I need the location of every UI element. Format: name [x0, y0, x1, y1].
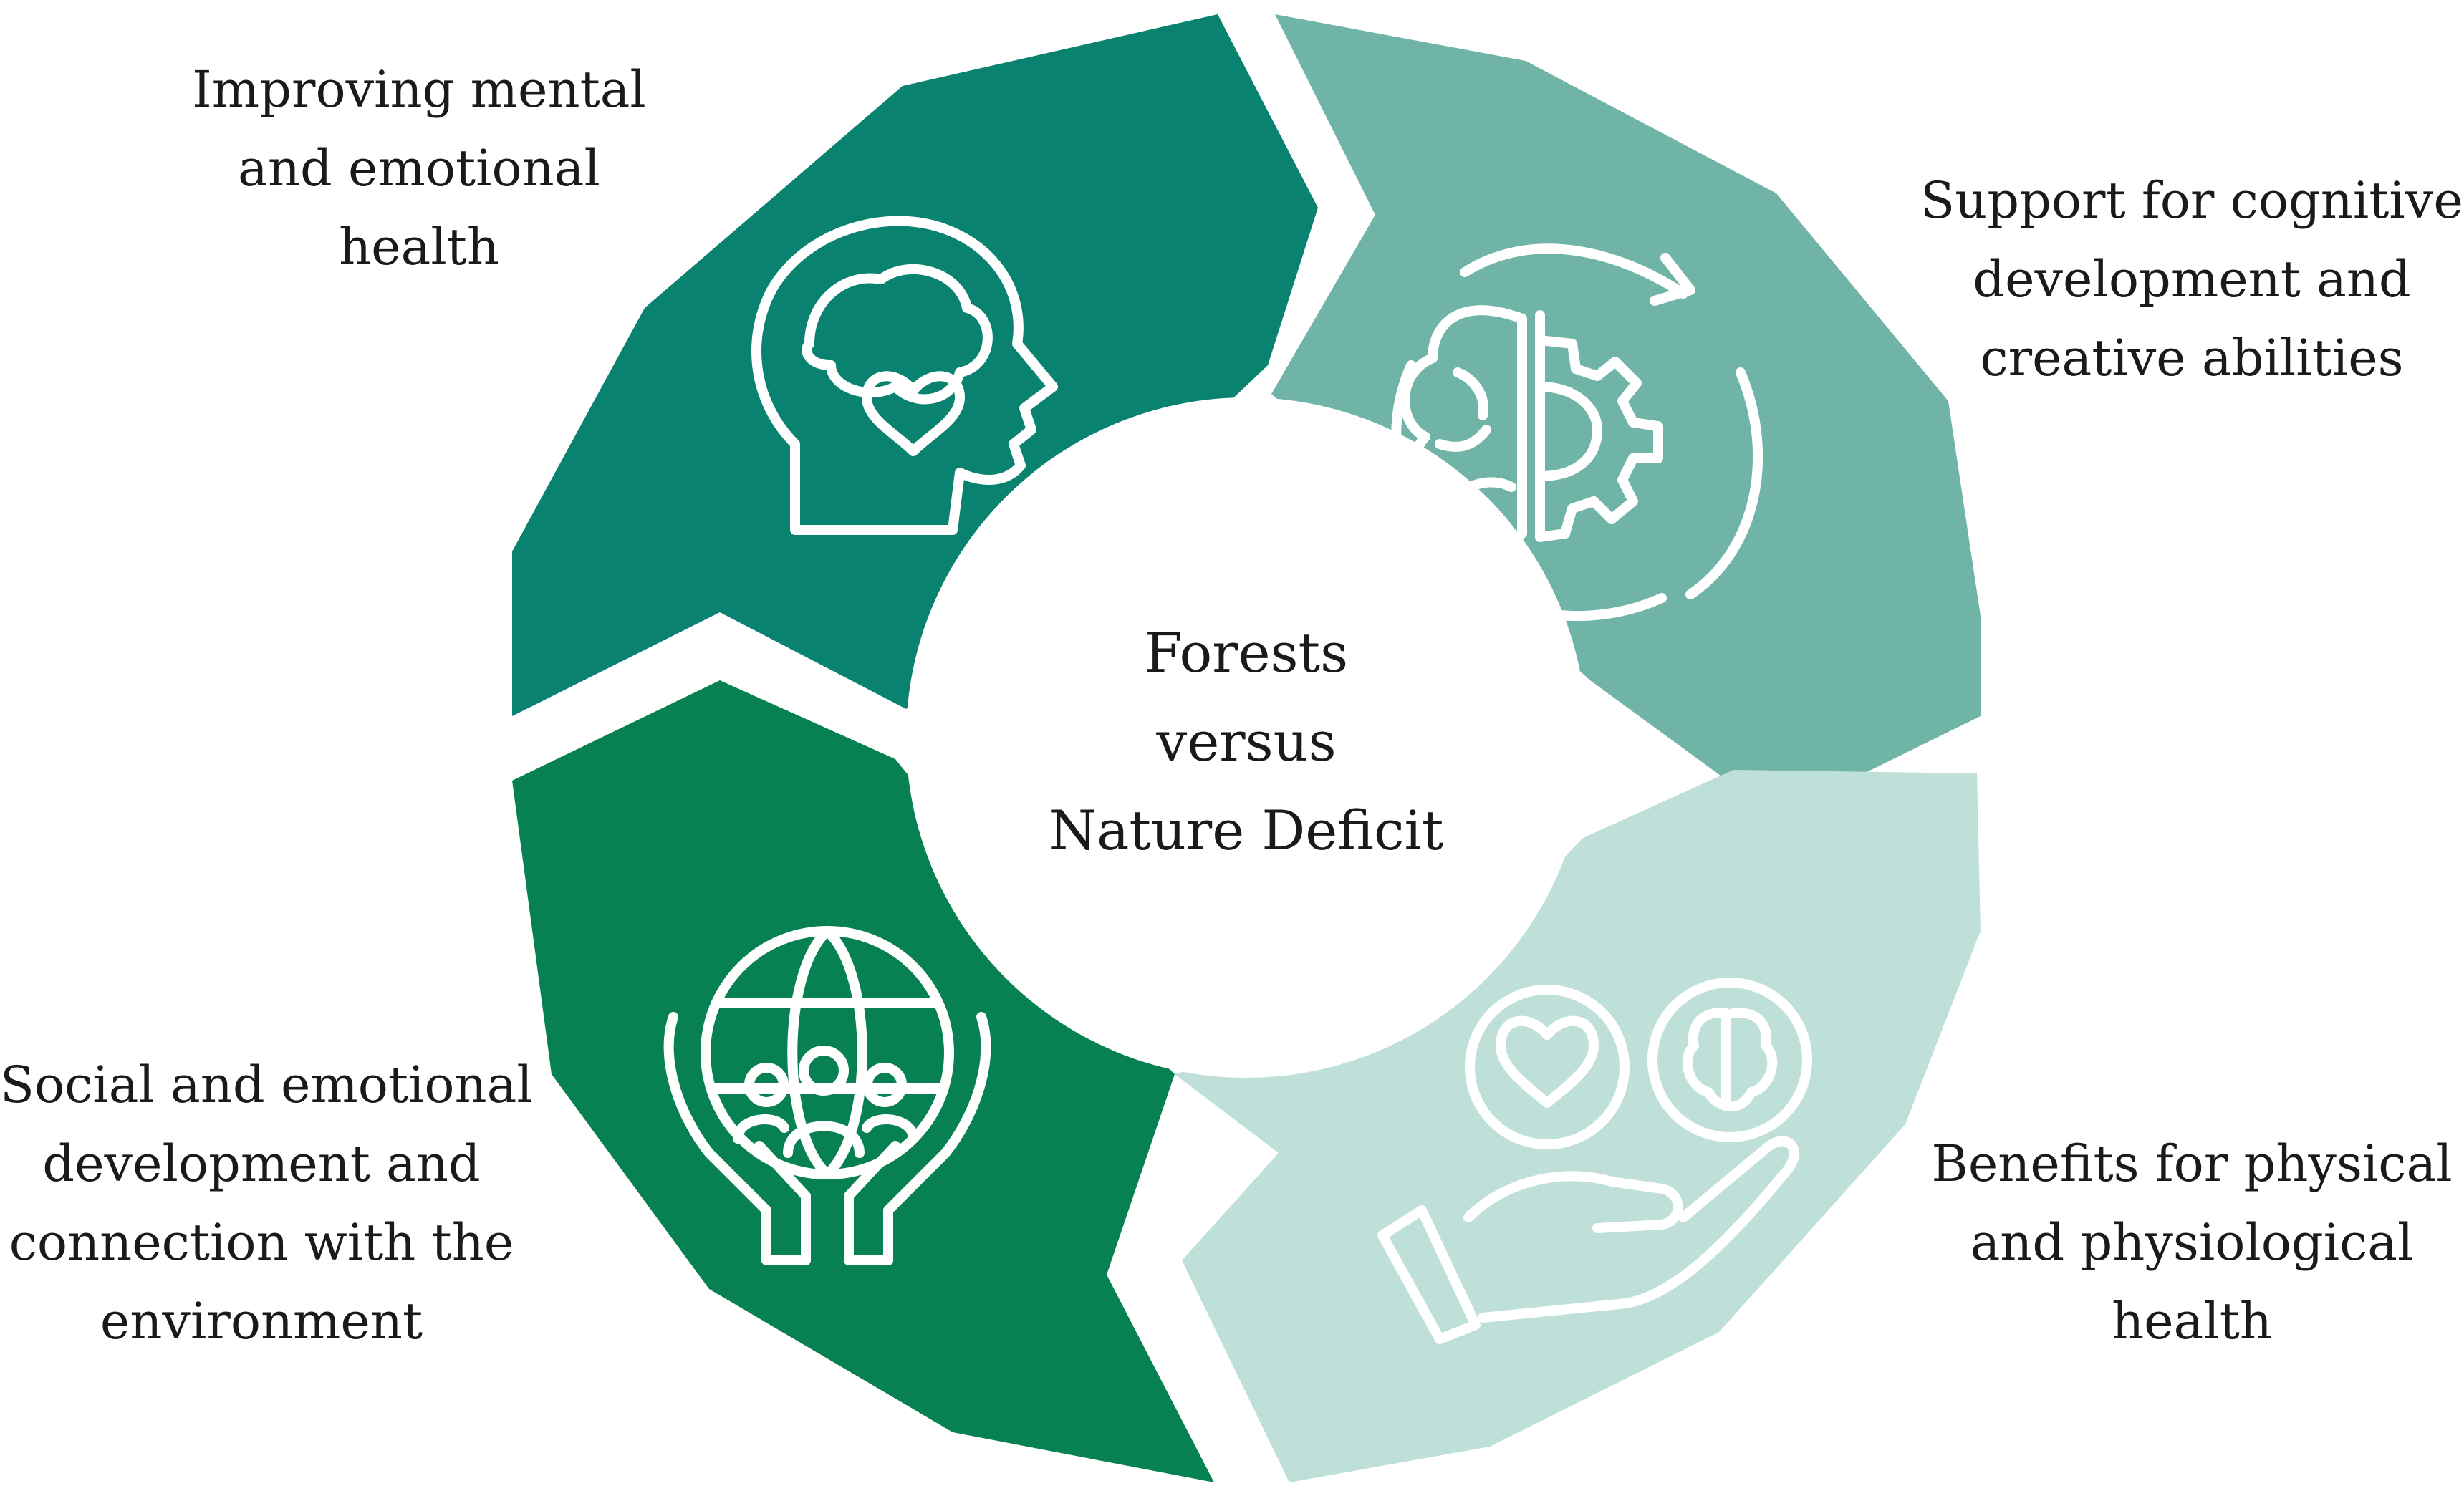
- label-cognitive-development: Support for cognitive development and cr…: [1920, 161, 2464, 397]
- label-line: environment: [100, 1292, 423, 1351]
- label-line: connection with the: [9, 1213, 514, 1272]
- label-line: and physiological: [1970, 1213, 2414, 1272]
- label-line: health: [339, 218, 499, 276]
- label-line: and emotional: [238, 139, 600, 198]
- label-social-development: Social and emotional development and con…: [0, 1046, 533, 1361]
- label-line: development and: [42, 1134, 481, 1193]
- center-title-line: Nature Deficit: [1049, 798, 1444, 862]
- label-line: Support for cognitive: [1920, 171, 2463, 230]
- label-line: Social and emotional: [0, 1056, 533, 1114]
- center-title-line: versus: [1156, 710, 1337, 773]
- label-line: Improving mental: [192, 60, 646, 119]
- label-line: health: [2112, 1292, 2272, 1351]
- label-mental-health: Improving mental and emotional health: [172, 50, 666, 286]
- label-physical-health: Benefits for physical and physiological …: [1927, 1124, 2457, 1361]
- label-line: creative abilities: [1980, 329, 2404, 387]
- center-title-line: Forests: [1144, 621, 1349, 685]
- segment-mental-health: [512, 14, 1318, 716]
- segment-physical-health: [1175, 770, 1981, 1482]
- label-line: development and: [1973, 250, 2411, 309]
- brain-gear-cycle-icon: [1391, 243, 1763, 622]
- head-heart-icon: [751, 216, 1058, 535]
- hand-heart-brain-icon: [1377, 978, 1812, 1344]
- hands-globe-people-icon: [663, 926, 991, 1265]
- center-circle: [906, 397, 1587, 1078]
- center-title: Forests versus Nature Deficit: [1031, 609, 1461, 875]
- label-line: Benefits for physical: [1931, 1134, 2453, 1193]
